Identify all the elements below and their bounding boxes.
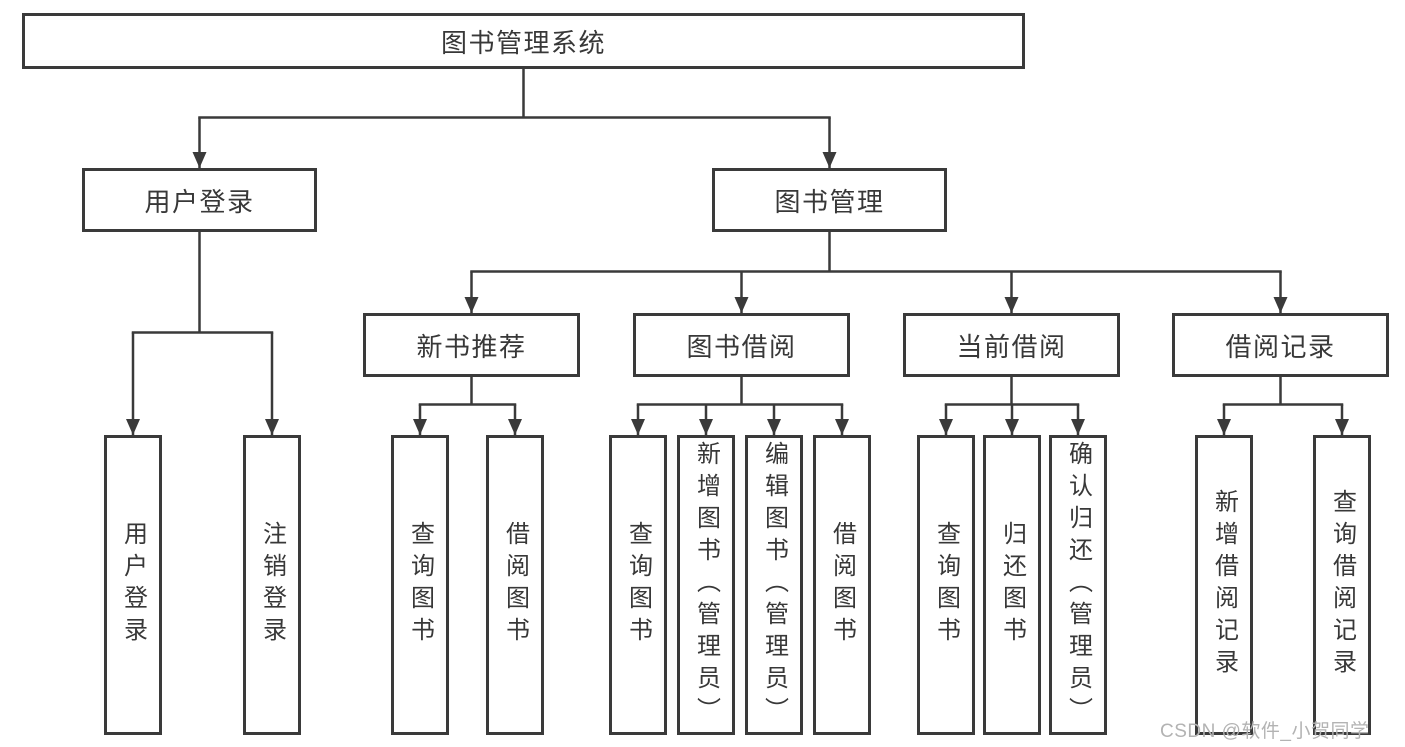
node-new-book-recommend: 新书推荐: [363, 313, 580, 377]
leaf-edit-book-admin: 编辑图书（管理员）: [745, 435, 803, 735]
leaf-add-borrow-record: 新增借阅记录: [1195, 435, 1253, 735]
leaf-return-book: 归还图书: [983, 435, 1041, 735]
csdn-watermark: CSDN @软件_小贺同学: [1160, 721, 1370, 742]
node-current-borrowing: 当前借阅: [903, 313, 1120, 377]
connector-group: [126, 69, 1349, 435]
node-book-borrowing: 图书借阅: [633, 313, 850, 377]
leaf-borrow-book-recommend: 借阅图书: [486, 435, 544, 735]
leaf-add-book-admin: 新增图书（管理员）: [677, 435, 735, 735]
node-borrow-records: 借阅记录: [1172, 313, 1389, 377]
leaf-confirm-return-admin: 确认归还（管理员）: [1049, 435, 1107, 735]
leaf-query-book-current: 查询图书: [917, 435, 975, 735]
leaf-query-book-borrowing: 查询图书: [609, 435, 667, 735]
node-root: 图书管理系统: [22, 13, 1025, 69]
leaf-query-book-recommend: 查询图书: [391, 435, 449, 735]
leaf-user-login: 用户登录: [104, 435, 162, 735]
node-user-login: 用户登录: [82, 168, 317, 232]
leaf-borrow-book: 借阅图书: [813, 435, 871, 735]
leaf-logout: 注销登录: [243, 435, 301, 735]
leaf-query-borrow-record: 查询借阅记录: [1313, 435, 1371, 735]
node-book-management: 图书管理: [712, 168, 947, 232]
